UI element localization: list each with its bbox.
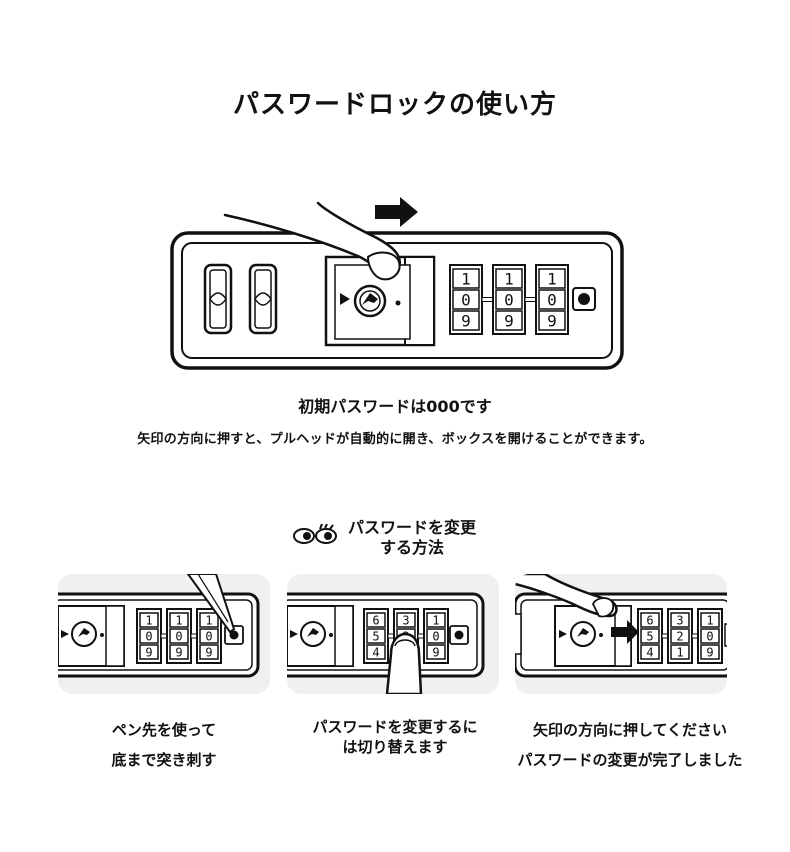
main-lock-illustration: 1 0 9 1 0 9 1 0 9 <box>150 195 640 380</box>
dial-digit: 0 <box>706 629 713 643</box>
dial-digit: 1 <box>676 645 683 659</box>
dial-digit-cell <box>139 612 159 628</box>
step-1-caption: ペン先を使って 底まで突き刺す <box>111 721 217 769</box>
finger-up-icon <box>385 632 423 694</box>
eyes-icon <box>292 524 340 546</box>
push-arrow-icon <box>375 197 418 227</box>
dial-digit-cell <box>366 628 386 644</box>
dial-digit: 1 <box>504 269 514 288</box>
dial-digit: 1 <box>432 613 439 627</box>
dial-digit: 0 <box>205 629 212 643</box>
reset-hole-icon <box>454 630 464 640</box>
dial-digit: 9 <box>504 311 514 330</box>
push-arrow-icon <box>611 620 639 644</box>
dial-digit-cell <box>169 628 189 644</box>
dial-digit: 0 <box>547 290 557 309</box>
dial-digit: 9 <box>706 645 713 659</box>
dial-digit-cell <box>670 644 690 660</box>
finger-icon <box>223 201 401 281</box>
dial-digit-cell <box>700 628 720 644</box>
dial-digit-cell <box>538 289 566 310</box>
dial-digit: 1 <box>145 613 152 627</box>
finger-icon <box>515 574 618 618</box>
step-1-panel: 1 0 9 1 0 9 1 0 9 <box>58 574 270 694</box>
dial-digit-cell <box>452 268 480 289</box>
dial-digit-cell <box>139 628 159 644</box>
step-2-caption: パスワードを変更するに は切り替えます <box>312 718 478 756</box>
main-dial-group: 1 0 9 1 0 9 1 0 9 <box>449 264 569 335</box>
dial-digit: 1 <box>706 613 713 627</box>
dial-digit-cell <box>495 289 523 310</box>
dial-digit: 1 <box>547 269 557 288</box>
left-slot-1 <box>203 263 233 335</box>
dial-digit: 5 <box>646 629 653 643</box>
dial-digit: 9 <box>461 311 471 330</box>
dial-digit-cell <box>396 612 416 628</box>
dial-digit-cell <box>199 612 219 628</box>
dial-digit-cell <box>426 612 446 628</box>
dial-digit: 1 <box>175 613 182 627</box>
dial-digit-cell <box>640 612 660 628</box>
step-3-panel: 6 5 4 3 2 1 1 0 9 <box>515 574 727 694</box>
dial-digit: 3 <box>402 613 409 627</box>
dial-digit-cell <box>640 644 660 660</box>
dial-digit: 0 <box>504 290 514 309</box>
dial-digit-cell <box>199 644 219 660</box>
dial-connector <box>481 297 494 302</box>
reset-hole-icon <box>229 630 239 640</box>
dial-digit: 3 <box>676 613 683 627</box>
dial-digit: 1 <box>461 269 471 288</box>
dial-digit: 9 <box>145 645 152 659</box>
dial-digit-cell <box>452 310 480 331</box>
how-to-change-heading: パスワードを変更 する方法 <box>348 518 477 557</box>
dial-digit: 1 <box>205 613 212 627</box>
dial-digit: 4 <box>372 645 379 659</box>
dial-digit-cell <box>366 612 386 628</box>
dial-digit: 5 <box>372 629 379 643</box>
dial-digit-cell <box>495 268 523 289</box>
dial-digit-cell <box>670 628 690 644</box>
dial-digit-cell <box>426 644 446 660</box>
dial-digit: 6 <box>372 613 379 627</box>
dial-digit-cell <box>139 644 159 660</box>
dial-digit-cell <box>538 310 566 331</box>
dial-connector <box>524 297 537 302</box>
dial-digit: 9 <box>205 645 212 659</box>
dial-digit: 4 <box>646 645 653 659</box>
dial-digit: 9 <box>175 645 182 659</box>
dial-digit-cell <box>452 289 480 310</box>
dial-digit: 9 <box>547 311 557 330</box>
dial-digit-cell <box>700 644 720 660</box>
dial-digit-cell <box>670 612 690 628</box>
dial-digit: 0 <box>461 290 471 309</box>
dial-digit-cell <box>700 612 720 628</box>
page-title: パスワードロックの使い方 <box>232 90 557 120</box>
dial-digit: 0 <box>145 629 152 643</box>
dial-digit-cell <box>169 612 189 628</box>
step-3-caption: 矢印の方向に押してください パスワードの変更が完了しました <box>517 721 743 769</box>
dial-digit: 9 <box>432 645 439 659</box>
dial-digit: 2 <box>676 629 683 643</box>
initial-password-heading: 初期パスワードは000です <box>298 397 492 416</box>
pen-icon <box>186 574 236 634</box>
dial-digit-cell <box>199 628 219 644</box>
dial-digit-cell <box>538 268 566 289</box>
left-slot-2 <box>248 263 278 335</box>
dial-digit-cell <box>495 310 523 331</box>
dial-digit-cell <box>169 644 189 660</box>
dial-digit-cell <box>640 628 660 644</box>
dial-digit: 6 <box>646 613 653 627</box>
dial-digit: 0 <box>432 629 439 643</box>
dial-digit-cell <box>426 628 446 644</box>
initial-password-description: 矢印の方向に押すと、プルヘッドが自動的に開き、ボックスを開けることができます。 <box>137 432 653 447</box>
dial-digit-cell <box>366 644 386 660</box>
dial-digit: 0 <box>175 629 182 643</box>
reset-hole-icon <box>578 293 590 305</box>
